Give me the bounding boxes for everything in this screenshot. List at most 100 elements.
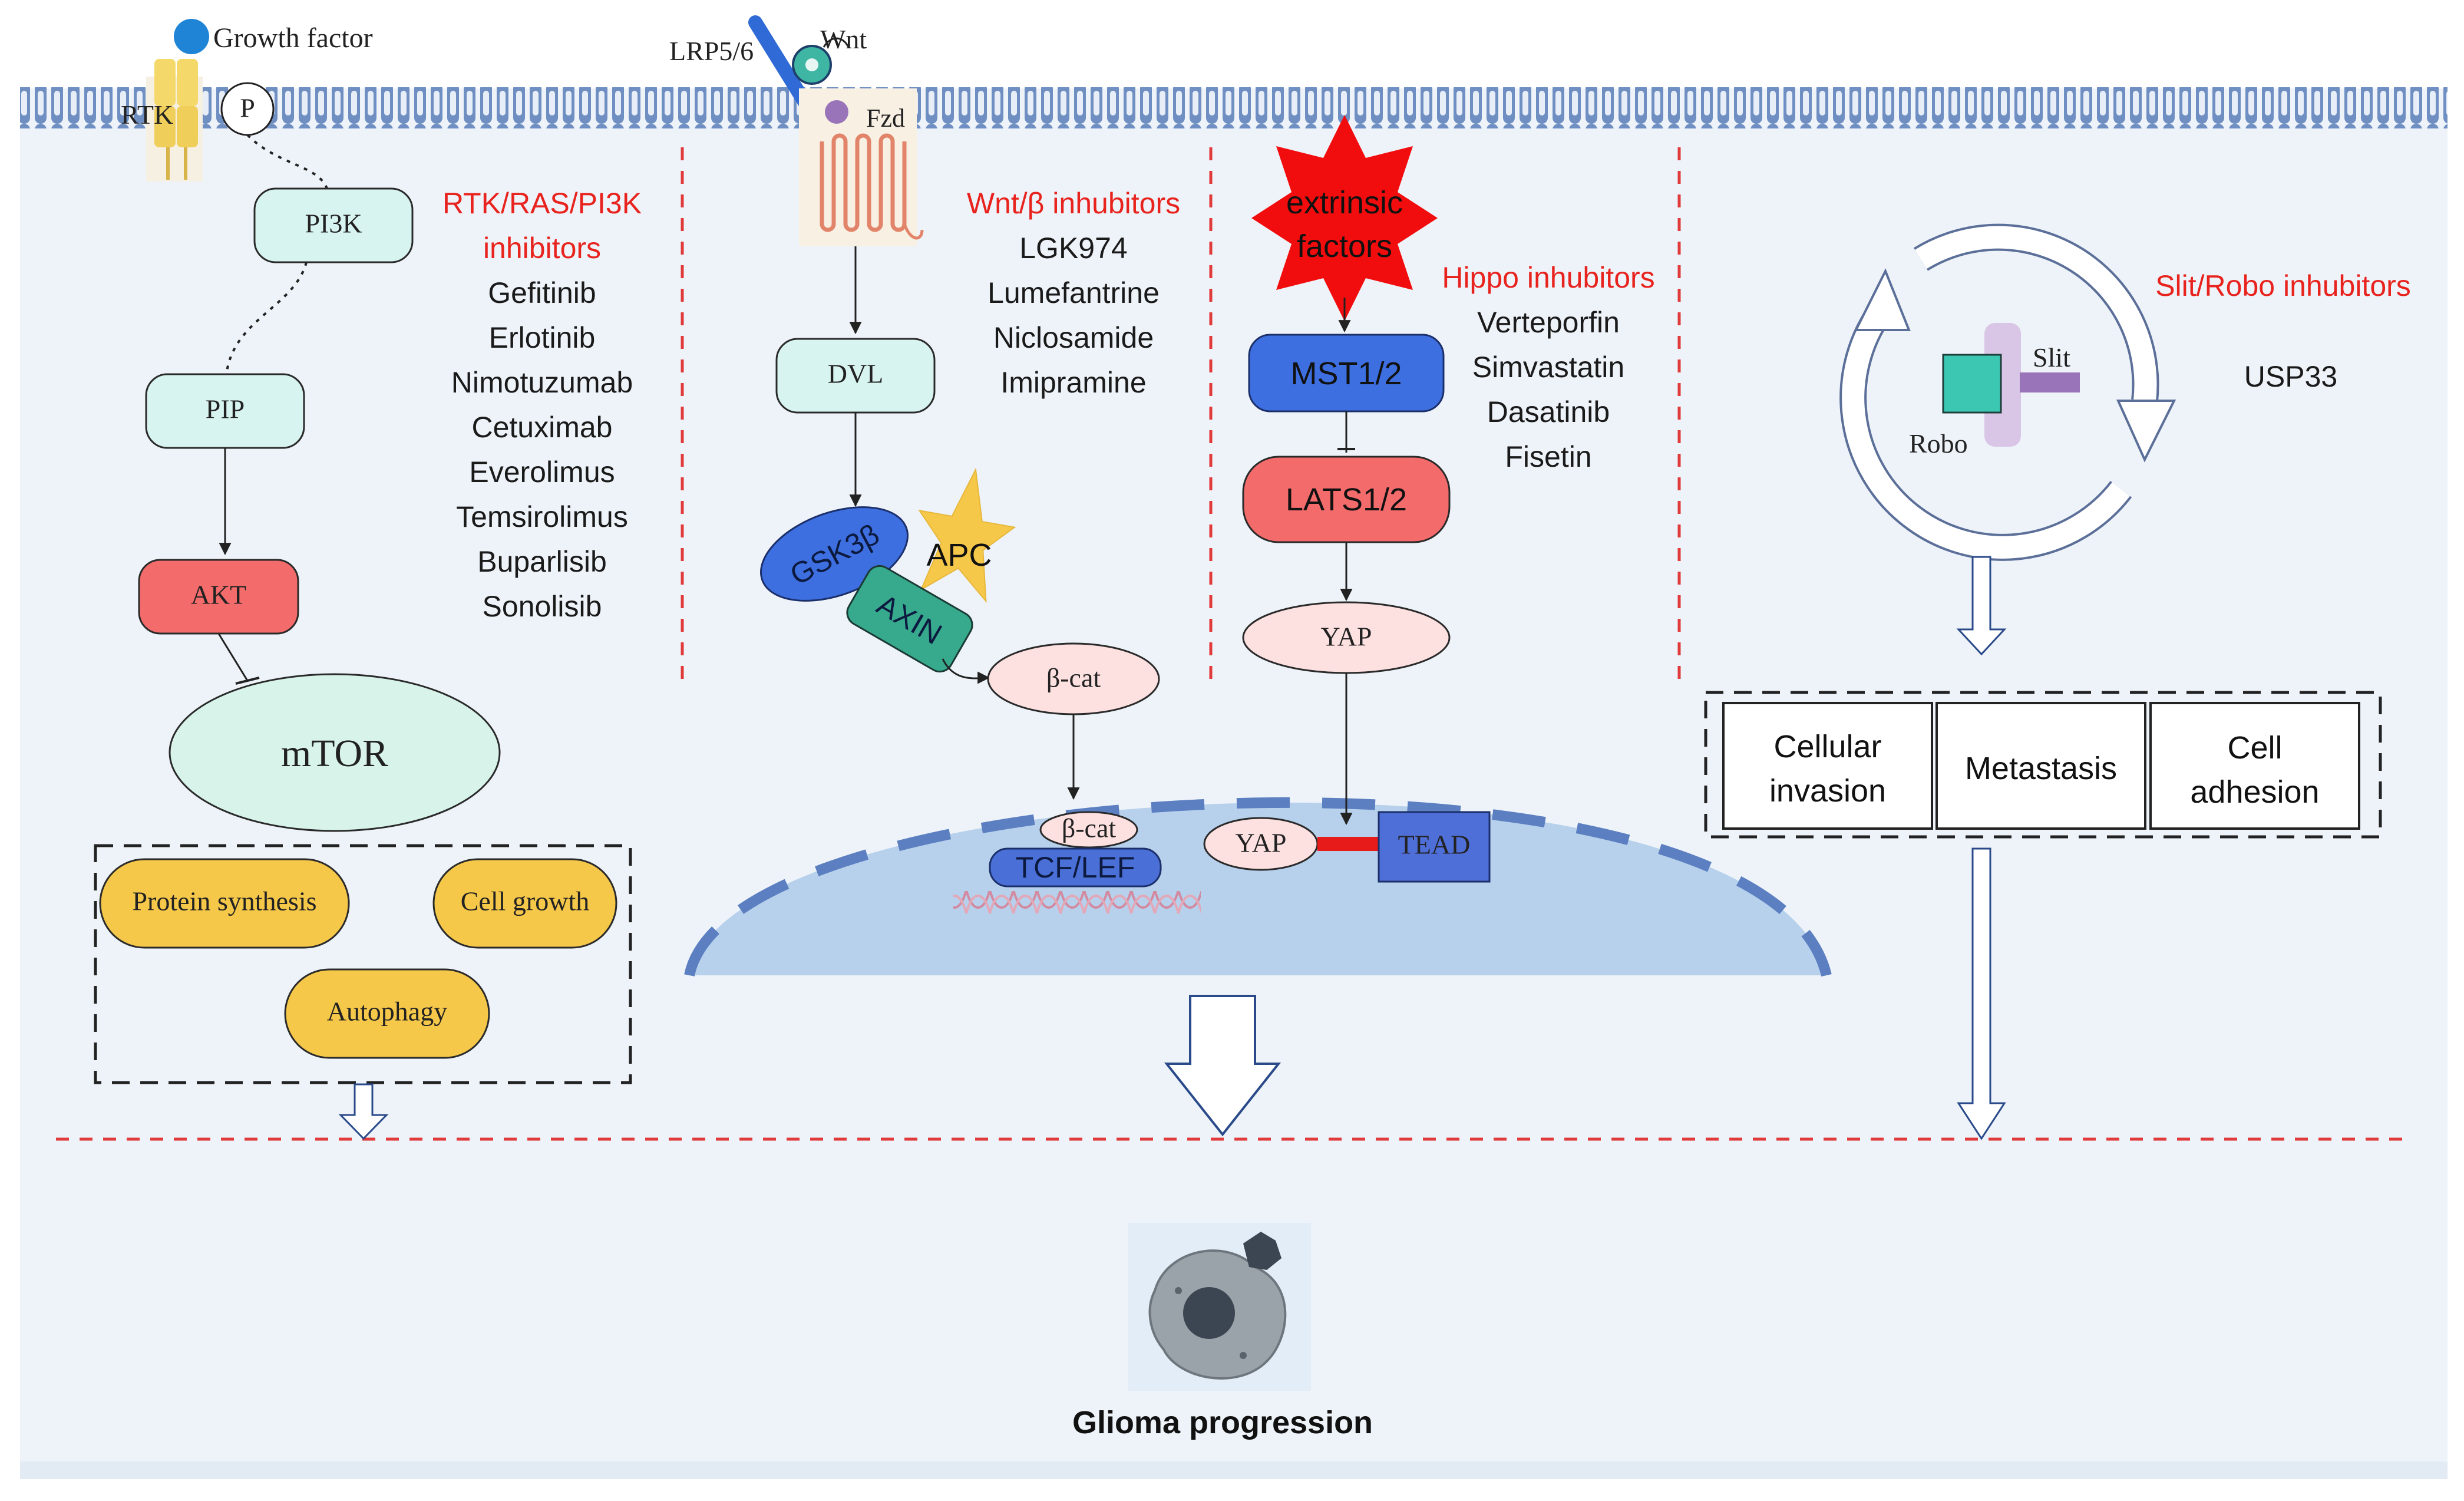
rtk-drug: Cetuximab [472, 411, 613, 444]
hippo-drug: Fisetin [1505, 440, 1591, 473]
cycle-arc-inner-1 [1915, 226, 2157, 403]
central-down-arrow-icon [1164, 995, 1281, 1137]
slit-label: Slit [2033, 342, 2070, 372]
hippo-drug: Simvastatin [1472, 351, 1624, 384]
fzd-label: Fzd [866, 104, 905, 133]
tcf-lef-node [989, 847, 1162, 888]
wnt-drug: Lumefantrine [987, 276, 1160, 309]
slit-inhibitors-title: Slit/Robo inhubitors [2155, 269, 2411, 302]
extrinsic-label-2: factors [1297, 229, 1392, 264]
cell-growth-node [432, 858, 617, 949]
nucleus [689, 802, 1826, 975]
rtk-inhibitors-title-2: inhibitors [483, 232, 601, 265]
yap-tead-connector [1317, 837, 1379, 851]
cell-adhesion-label-2: adhesion [2190, 774, 2319, 810]
wnt-drug: LGK974 [1019, 232, 1127, 265]
glioma-cell-icon [1128, 1223, 1311, 1391]
slit-outputs-box [1704, 691, 2382, 839]
tead-label: TEAD [1398, 830, 1471, 860]
mst-label: MST1/2 [1290, 356, 1402, 391]
hippo-drug: Verteporfin [1477, 306, 1620, 339]
slit-long-down-arrow-icon [1957, 847, 2006, 1140]
complex-to-bcat-arrow [942, 658, 990, 684]
slit-robo-panel: Slit Robo Slit/Robo inhubitors USP33 Cel… [1704, 223, 2411, 1140]
apc-label: APC [926, 537, 992, 573]
rtk-drug: Nimotuzumab [451, 366, 633, 399]
nuclear-envelope [684, 797, 1832, 977]
pi3k-node [253, 187, 414, 263]
cell-growth-label: Cell growth [461, 886, 589, 916]
cell-adhesion-label-1: Cell [2227, 730, 2282, 766]
extrinsic-label-1: extrinsic [1286, 185, 1403, 220]
pip-label: PIP [206, 394, 245, 424]
rtk-drug: Sonolisib [483, 590, 602, 623]
wnt-drug: Imipramine [1000, 366, 1146, 399]
rtk-drug: Erlotinib [489, 321, 596, 354]
wnt-ligand-core [805, 58, 818, 71]
dna-icon [953, 891, 1201, 923]
metastasis-label: Metastasis [1965, 751, 2117, 786]
mtor-outputs-box [94, 844, 632, 1084]
robo-receptor-icon [1942, 354, 2002, 414]
rtk-drug: Gefitinib [488, 276, 596, 309]
wnt-inhibitors-title: Wnt/β inhubitors [967, 187, 1180, 220]
rtk-panel: Growth factor RTK P PI3K PIP AKT mTOR Pr… [94, 19, 642, 1140]
cell-adhesion-box [2149, 702, 2360, 830]
apc-star-icon [918, 467, 1016, 603]
lrp-receptor-icon [748, 15, 814, 113]
growth-factor-icon [174, 19, 209, 54]
mtor-label: mTOR [281, 732, 388, 775]
nuclear-yap-label: YAP [1236, 828, 1287, 858]
tead-node [1378, 811, 1491, 883]
hippo-inhibitors-title: Hippo inhubitors [1442, 261, 1654, 294]
cellular-invasion-label-1: Cellular [1773, 729, 1881, 764]
pi3k-to-pip-link [226, 262, 308, 372]
slit-down-arrow-icon [1956, 556, 2007, 656]
hippo-drug: Dasatinib [1487, 395, 1610, 428]
autophagy-node [284, 968, 490, 1059]
akt-inhibits-mtor [217, 633, 249, 681]
bottom-band [20, 1462, 2448, 1479]
metastasis-box [1935, 702, 2146, 830]
extrinsic-factors-star-icon [1251, 115, 1438, 321]
cycle-arc-inner-2 [1842, 299, 2131, 559]
wnt-drug: Niclosamide [993, 321, 1154, 354]
protein-synthesis-label: Protein synthesis [132, 886, 316, 916]
axin-node [846, 565, 973, 673]
wnt-ligand-curl [823, 37, 850, 48]
rtk-drug: Everolimus [469, 456, 615, 489]
wnt-panel: LRP5/6 Wnt Fzd DVL APC GSK3β AXIN β-cat … [669, 15, 1201, 923]
rtk-down-arrow-icon [338, 1083, 389, 1140]
wnt-label: Wnt [820, 24, 867, 54]
nuclear-bcat-node [1039, 811, 1138, 849]
glioma-progression-label: Glioma progression [1072, 1405, 1373, 1440]
slit-drug: USP33 [2244, 360, 2337, 393]
cellular-invasion-label-2: invasion [1769, 773, 1886, 809]
beta-catenin-label: β-cat [1046, 663, 1101, 693]
rtk-receptor-icon [146, 59, 203, 182]
lrp-label: LRP5/6 [669, 36, 754, 66]
autophagy-label: Autophagy [327, 997, 447, 1027]
robo-label: Robo [1909, 428, 1968, 458]
nuclear-bcat-label: β-cat [1062, 813, 1117, 843]
yap-label: YAP [1321, 622, 1372, 652]
cycle-arrowhead-2-icon [1854, 268, 1911, 331]
lats-label: LATS1/2 [1286, 482, 1407, 517]
phosphate-label: P [240, 93, 255, 123]
inhibition-bar [235, 677, 260, 685]
rtk-drug: Temsirolimus [456, 500, 628, 533]
akt-label: AKT [191, 580, 247, 610]
cellular-invasion-box [1722, 702, 1933, 830]
rtk-inhibitors-title-1: RTK/RAS/PI3K [442, 187, 642, 220]
mtor-node [169, 673, 501, 832]
cell-membrane [20, 87, 2448, 128]
pi3k-label: PI3K [305, 209, 362, 239]
protein-synthesis-node [99, 858, 350, 949]
growth-factor-label: Growth factor [213, 22, 373, 54]
hippo-panel: extrinsic factors MST1/2 LATS1/2 YAP YAP… [1203, 115, 1655, 883]
dvl-label: DVL [828, 359, 884, 389]
slit-ligand-icon [2020, 372, 2080, 392]
fzd-receptor-icon [799, 88, 924, 246]
